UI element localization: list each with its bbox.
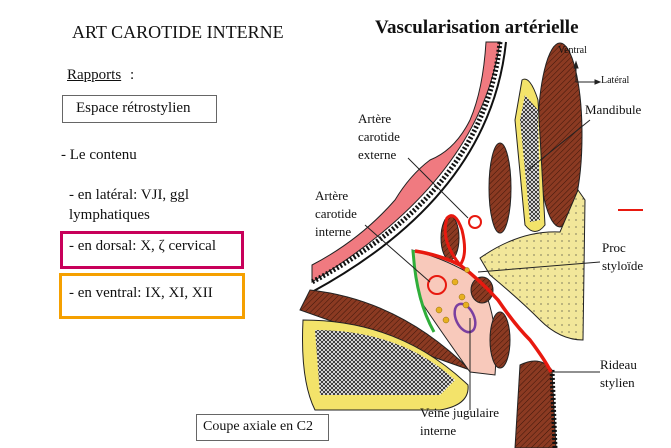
label-mandibule: Mandibule (585, 102, 642, 117)
dorsal-item: - en dorsal: X, ζ cervical (69, 238, 216, 254)
label-lateral: Latéral (601, 75, 630, 86)
lateral-item: - en latéral: VJI, ggl (69, 187, 190, 203)
espace-label: Espace rétrostylien (76, 100, 191, 116)
orientation-axes (575, 65, 598, 83)
label-ventral: Ventral (558, 45, 587, 56)
ventral-item: - en ventral: IX, XI, XII (69, 285, 213, 301)
diagram-title: Vascularisation artérielle (375, 17, 579, 38)
stylian-curtain (514, 360, 557, 448)
ventral-highlight-box: - en ventral: IX, XI, XII (59, 273, 245, 319)
coupe-label: Coupe axiale en C2 (203, 419, 314, 434)
red-line (414, 249, 553, 373)
nerve-dots (435, 267, 470, 324)
pterygoid-muscle (488, 142, 512, 234)
dorsal-highlight-box: - en dorsal: X, ζ cervical (60, 231, 244, 269)
internal-jugular-vein (453, 302, 477, 334)
internal-carotid (427, 275, 447, 295)
coupe-axiale-box: Coupe axiale en C2 (196, 414, 329, 441)
espace-retrostylien-box: Espace rétrostylien (62, 95, 217, 123)
fascia-band (310, 41, 503, 285)
styloid-region (479, 188, 586, 341)
red-loop (443, 214, 467, 266)
pharynx-wall (311, 41, 501, 283)
external-carotid (468, 215, 482, 229)
green-line (411, 249, 436, 333)
slide-title: ART CAROTIDE INTERNE (72, 22, 284, 42)
rapports-heading: Rapports (67, 67, 122, 83)
rapports-colon: : (130, 67, 135, 83)
contenu-item: - Le contenu (61, 147, 137, 163)
lateral-item-cont: lymphatiques (69, 207, 150, 223)
